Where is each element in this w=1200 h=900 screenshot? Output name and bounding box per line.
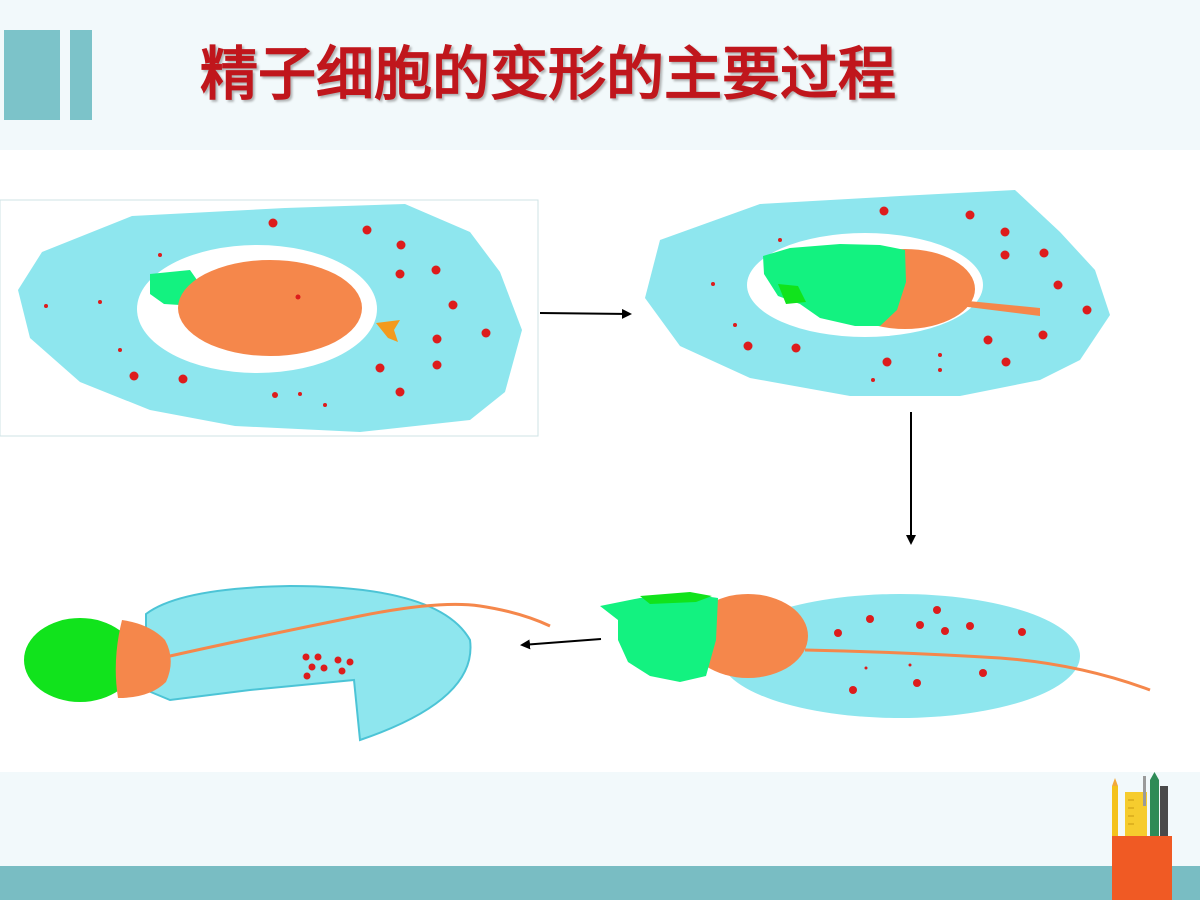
stage-4-residual-cytoplasm: [145, 584, 472, 742]
stage-1-nucleus: [178, 260, 362, 356]
stage-2-spermatid: [645, 190, 1110, 396]
arrow-stage1-to-stage2: [539, 308, 632, 319]
stage-3-cytoplasm: [720, 594, 1080, 718]
footer-strip: [0, 866, 1200, 900]
stage-2-acrosome-cap: [763, 244, 906, 326]
header-band: [0, 0, 1200, 150]
footer-band: [0, 772, 1200, 866]
stage-4-nucleus: [115, 620, 171, 698]
stage-3-spermatid: [600, 592, 1151, 718]
pencil-cup-icon: [1112, 772, 1172, 900]
stage-2-granules: [711, 206, 1092, 382]
stage-3-tail: [804, 648, 1151, 692]
arrow-stage3-to-stage4: [520, 638, 602, 650]
stage-4-spermatozoon: [24, 584, 551, 742]
stage-4-granules: [302, 653, 354, 680]
stage-3-nucleus: [688, 594, 808, 678]
accent-bar-left: [4, 30, 60, 120]
page-title: 精子细胞的变形的主要过程: [200, 40, 897, 108]
stage-2-tail-start: [958, 300, 1040, 316]
stage-1-spermatid: [0, 199, 539, 437]
stage-1-granules: [44, 218, 491, 407]
stage-3-acrosome-cap: [600, 594, 718, 682]
stage-3-acrosome-dark: [640, 592, 712, 604]
stage-4-tail: [169, 602, 551, 658]
stage-1-centriole: [376, 320, 400, 342]
stage-3-granules: [834, 606, 1026, 694]
accent-bar-right: [70, 30, 92, 120]
stage-4-acrosome: [24, 618, 136, 702]
stage-2-acrosome-granule-dark: [778, 284, 806, 304]
